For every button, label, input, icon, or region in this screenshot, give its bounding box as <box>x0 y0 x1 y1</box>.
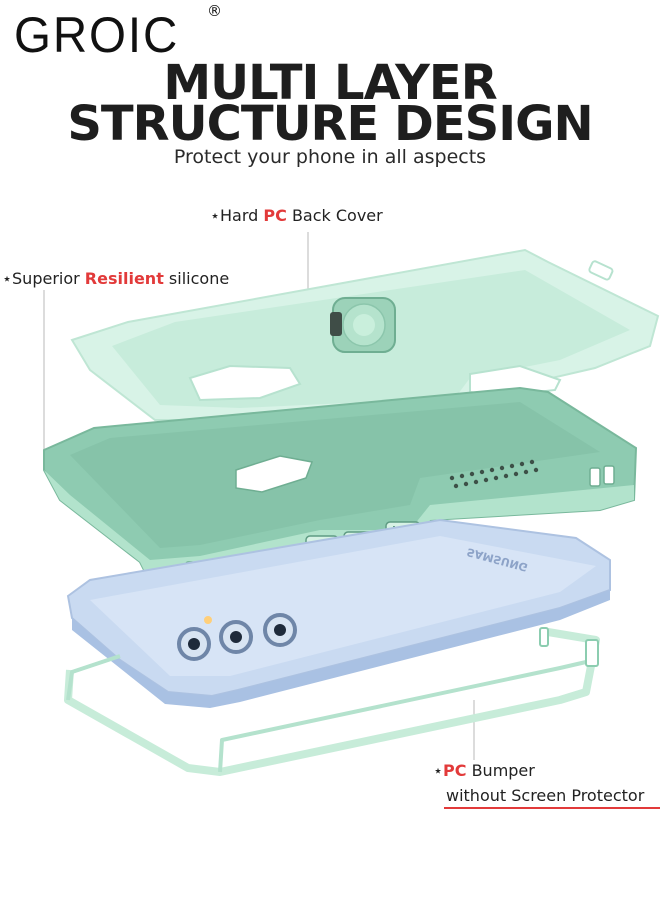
silicone-callout: ⋆Superior Resilient silicone <box>2 269 229 288</box>
bumper-corner-tab-2 <box>539 627 549 647</box>
hard-pc-back-cover <box>70 248 660 421</box>
bumper-corner-tab <box>585 639 599 667</box>
bumper-callout-line-2: without Screen Protector <box>446 786 645 805</box>
registered-mark: ® <box>207 2 222 20</box>
callout-star: ⋆ <box>210 206 221 225</box>
back-cover-callout: ⋆Hard PC Back Cover <box>210 206 383 225</box>
callout-text: Superior <box>12 269 85 288</box>
callout-text: Hard <box>220 206 264 225</box>
callout-text: Bumper <box>466 761 535 780</box>
callout-text: Back Cover <box>286 206 383 225</box>
headline-line-2: STRUCTURE DESIGN <box>67 96 593 152</box>
phone-device <box>66 518 611 708</box>
bumper-callout-underline <box>444 807 660 809</box>
subheadline: Protect your phone in all aspects <box>173 146 487 168</box>
headline-line-1: MULTI LAYER <box>163 55 497 111</box>
speaker-grille-icon <box>449 459 539 489</box>
bumper-callout: ⋆PC Bumper <box>433 761 535 780</box>
callout-highlight: Resilient <box>84 269 164 288</box>
callout-highlight: PC <box>263 206 287 225</box>
camera-lenses-icon <box>177 613 297 661</box>
callout-text: silicone <box>163 269 230 288</box>
callout-star: ⋆ <box>2 269 13 288</box>
brand-logo: GROIC <box>14 7 180 63</box>
callout-highlight: PC <box>443 761 467 780</box>
ring-holder-icon <box>330 297 396 353</box>
callout-star: ⋆ <box>433 761 444 780</box>
